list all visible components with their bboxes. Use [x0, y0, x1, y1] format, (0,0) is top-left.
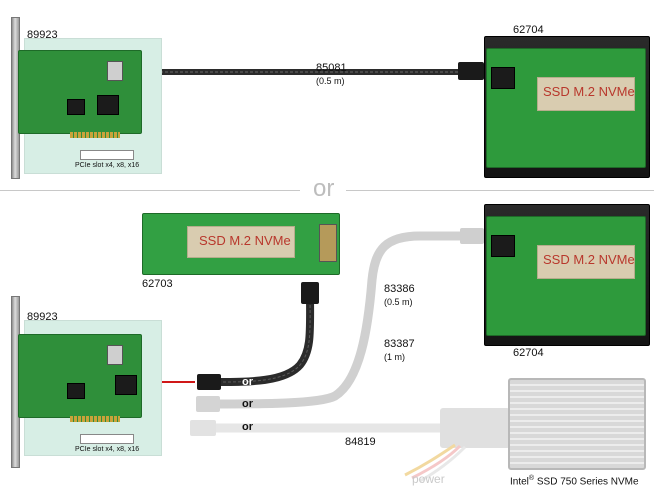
ssd-750-reg: ®: [528, 475, 535, 482]
or-label-3: or: [242, 421, 253, 433]
cable-b-label: 83387: [384, 338, 415, 350]
ssd-750-prefix: Intel: [510, 476, 529, 487]
cable-b-length: (1 m): [384, 352, 405, 362]
cable-a-label: 83386: [384, 283, 415, 295]
adapter-pcb-bottom: SSD M.2 NVMe: [486, 216, 646, 336]
pcie-card-bottom: [18, 334, 142, 418]
separator-or: or: [313, 175, 335, 202]
adapter-label-bottom: 62704: [513, 347, 544, 359]
connector-icon: [491, 235, 515, 257]
small-adapter-ssd-text: SSD M.2 NVMe: [199, 233, 291, 248]
m2-ssd-area-small: [187, 226, 295, 258]
cable-length-top: (0.5 m): [316, 76, 345, 86]
or-label-2: or: [242, 398, 253, 410]
intel-ssd-750: [508, 378, 646, 470]
m2-ssd-area-bottom: [537, 245, 635, 279]
sata-port-icon: [319, 224, 337, 262]
pcie-slot-image-bottom: [80, 434, 134, 444]
cable-light-gray: [205, 231, 475, 409]
card-slot-text-top: PCIe slot x4, x8, x16: [75, 162, 140, 169]
connector-light-gray-right: [460, 228, 484, 244]
chip-icon: [67, 383, 85, 399]
power-text: power: [412, 472, 445, 486]
connector-84819-left: [190, 420, 216, 436]
small-adapter-label: 62703: [142, 278, 173, 290]
card-label-top: 89923: [27, 29, 58, 41]
pcie-contacts-top: [70, 132, 120, 138]
ssd-750-rest: SSD 750 Series NVMe: [534, 476, 639, 487]
cable-a-length: (0.5 m): [384, 297, 413, 307]
m2-ssd-area-top: [537, 77, 635, 111]
pcie-contacts-bottom: [70, 416, 120, 422]
small-adapter-62703: SSD M.2 NVMe: [142, 213, 340, 275]
adapter-label-top: 62704: [513, 24, 544, 36]
sff-port-icon: [97, 95, 119, 115]
connector-card-dark: [197, 374, 221, 390]
connector-84819-right: [440, 408, 510, 448]
cable-label-top: 85081: [316, 62, 347, 74]
adapter-ssd-text-top: SSD M.2 NVMe: [543, 84, 635, 99]
card-slot-text-bottom: PCIe slot x4, x8, x16: [75, 446, 140, 453]
or-label-1: or: [242, 376, 253, 388]
chip-icon: [67, 99, 85, 115]
ssd-750-label: Intel® SSD 750 Series NVMe: [510, 473, 639, 487]
pcie-card-top: [18, 50, 142, 134]
card-label-bottom: 89923: [27, 311, 58, 323]
adapter-pcb-top: SSD M.2 NVMe: [486, 48, 646, 168]
connector-small-adapter: [301, 282, 319, 304]
separator-line-right: [346, 190, 654, 191]
sff-port-icon: [115, 375, 137, 395]
connector-light-gray-left: [196, 396, 220, 412]
pcie-slot-image-top: [80, 150, 134, 160]
power-wires: [404, 443, 456, 477]
connector-right-top: [458, 62, 484, 80]
separator-line-left: [0, 190, 300, 191]
port-icon: [107, 61, 123, 81]
port-icon: [107, 345, 123, 365]
cable-c-label: 84819: [345, 436, 376, 448]
adapter-ssd-text-bottom: SSD M.2 NVMe: [543, 252, 635, 267]
cable-dark-bottom: [211, 286, 315, 386]
connector-icon: [491, 67, 515, 89]
